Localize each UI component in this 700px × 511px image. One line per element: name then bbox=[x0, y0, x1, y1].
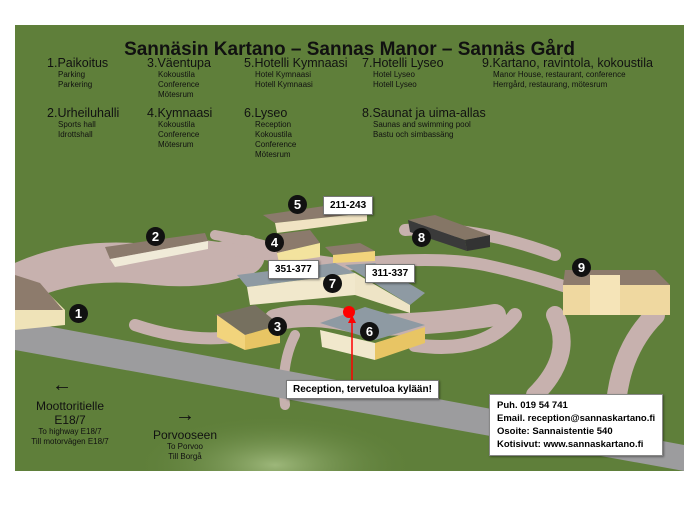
reception-label: Reception, tervetuloa kylään! bbox=[286, 380, 439, 399]
marker-1[interactable]: 1 bbox=[69, 304, 88, 323]
legend-item-subtitle: Mötesrum bbox=[158, 90, 194, 99]
reception-arrowhead bbox=[348, 315, 356, 323]
marker-9[interactable]: 9 bbox=[572, 258, 591, 277]
legend-item-number: 5. bbox=[244, 56, 255, 70]
legend-item-subtitle: Conference bbox=[158, 130, 200, 139]
legend-item-title: Lyseo bbox=[254, 106, 288, 120]
contact-box: Puh. 019 54 741 Email. reception@sannask… bbox=[489, 394, 664, 456]
legend-item-subtitle: Manor House, restaurant, conference bbox=[493, 70, 626, 79]
legend-item-title: Saunat ja uima-allas bbox=[372, 106, 486, 120]
room-label-311-337: 311-337 bbox=[365, 264, 416, 283]
legend-item-title: Paikoitus bbox=[57, 56, 109, 70]
legend-item-subtitle: Conference bbox=[158, 80, 200, 89]
direction-highway-sv: Till motorvägen E18/7 bbox=[31, 437, 109, 446]
direction-highway-name: Moottoritielle E18/7 bbox=[35, 399, 105, 427]
legend-item-title: Hotelli Lyseo bbox=[372, 56, 444, 70]
direction-highway: Moottoritielle E18/7 To highway E18/7 Ti… bbox=[20, 399, 120, 447]
legend-item-subtitle: Bastu och simbassäng bbox=[373, 130, 454, 139]
legend-item-subtitle: Kokoustila bbox=[158, 120, 195, 129]
legend-item-subtitle: Hotell Kymnaasi bbox=[255, 80, 313, 89]
building-9 bbox=[563, 270, 670, 315]
campus-map: Sannäsin Kartano – Sannas Manor – Sannäs… bbox=[15, 25, 684, 471]
building-small bbox=[325, 243, 375, 263]
legend-item-subtitle: Reception bbox=[255, 120, 292, 129]
room-label-351-377: 351-377 bbox=[268, 260, 319, 279]
legend-item-subtitle: Hotell Lyseo bbox=[373, 80, 417, 89]
legend-item-subtitle: Mötesrum bbox=[158, 140, 194, 149]
contact-address: Osoite: Sannaistentie 540 bbox=[497, 426, 613, 437]
legend-item-subtitle: Mötesrum bbox=[255, 150, 291, 159]
legend-item-subtitle: Hotel Lyseo bbox=[373, 70, 415, 79]
legend-item-number: 8. bbox=[362, 106, 373, 120]
legend-item-title: Kartano, ravintola, kokoustila bbox=[492, 56, 653, 70]
marker-6[interactable]: 6 bbox=[360, 322, 379, 341]
arrow-right-icon: → bbox=[175, 404, 195, 426]
legend-item-subtitle: Kokoustila bbox=[255, 130, 292, 139]
contact-email[interactable]: Email. reception@sannaskartano.fi bbox=[497, 413, 656, 424]
building-1 bbox=[15, 275, 65, 330]
arrow-left-icon: ← bbox=[52, 374, 72, 396]
reception-dot bbox=[343, 306, 355, 318]
map-title: Sannäsin Kartano – Sannas Manor – Sannäs… bbox=[124, 39, 575, 60]
contact-phone: Puh. 019 54 741 bbox=[497, 400, 568, 411]
marker-7[interactable]: 7 bbox=[323, 274, 342, 293]
direction-highway-en: To highway E18/7 bbox=[38, 427, 102, 436]
legend-item-title: Hotelli Kymnaasi bbox=[254, 56, 348, 70]
legend-item-number: 2. bbox=[47, 106, 58, 120]
legend-item-subtitle: Kokoustila bbox=[158, 70, 195, 79]
direction-porvoo: Porvooseen To Porvoo Till Borgå bbox=[145, 428, 225, 462]
legend-item-subtitle: Saunas and swimming pool bbox=[373, 120, 471, 129]
marker-5[interactable]: 5 bbox=[288, 195, 307, 214]
contact-web[interactable]: Kotisivut: www.sannaskartano.fi bbox=[497, 439, 644, 450]
marker-3[interactable]: 3 bbox=[268, 317, 287, 336]
legend-item-title: Urheiluhalli bbox=[57, 106, 120, 120]
legend-item-subtitle: Herrgård, restaurang, mötesrum bbox=[493, 80, 608, 89]
legend-item-number: 9. bbox=[482, 56, 493, 70]
legend-item-title: Kymnaasi bbox=[157, 106, 213, 120]
legend-item-subtitle: Hotel Kymnaasi bbox=[255, 70, 312, 79]
building-8 bbox=[408, 215, 490, 251]
legend-item-subtitle: Parking bbox=[58, 70, 86, 79]
legend-item-number: 4. bbox=[147, 106, 158, 120]
building-2 bbox=[105, 233, 208, 267]
legend-item-subtitle: Sports hall bbox=[58, 120, 96, 129]
marker-4[interactable]: 4 bbox=[265, 233, 284, 252]
direction-porvoo-en: To Porvoo bbox=[166, 442, 204, 451]
legend-item-number: 7. bbox=[362, 56, 373, 70]
legend-item-subtitle: Parkering bbox=[58, 80, 93, 89]
direction-porvoo-name: Porvooseen bbox=[152, 428, 218, 442]
legend-item-subtitle: Idrottshall bbox=[58, 130, 93, 139]
light-patch bbox=[135, 415, 415, 471]
marker-2[interactable]: 2 bbox=[146, 227, 165, 246]
legend-item-number: 3. bbox=[147, 56, 158, 70]
room-label-211-243: 211-243 bbox=[323, 196, 374, 215]
legend-item-number: 6. bbox=[244, 106, 255, 120]
legend-item-title: Väentupa bbox=[157, 56, 211, 70]
legend-item-number: 1. bbox=[47, 56, 58, 70]
legend-item-subtitle: Conference bbox=[255, 140, 297, 149]
marker-8[interactable]: 8 bbox=[412, 228, 431, 247]
direction-porvoo-sv: Till Borgå bbox=[168, 452, 202, 461]
